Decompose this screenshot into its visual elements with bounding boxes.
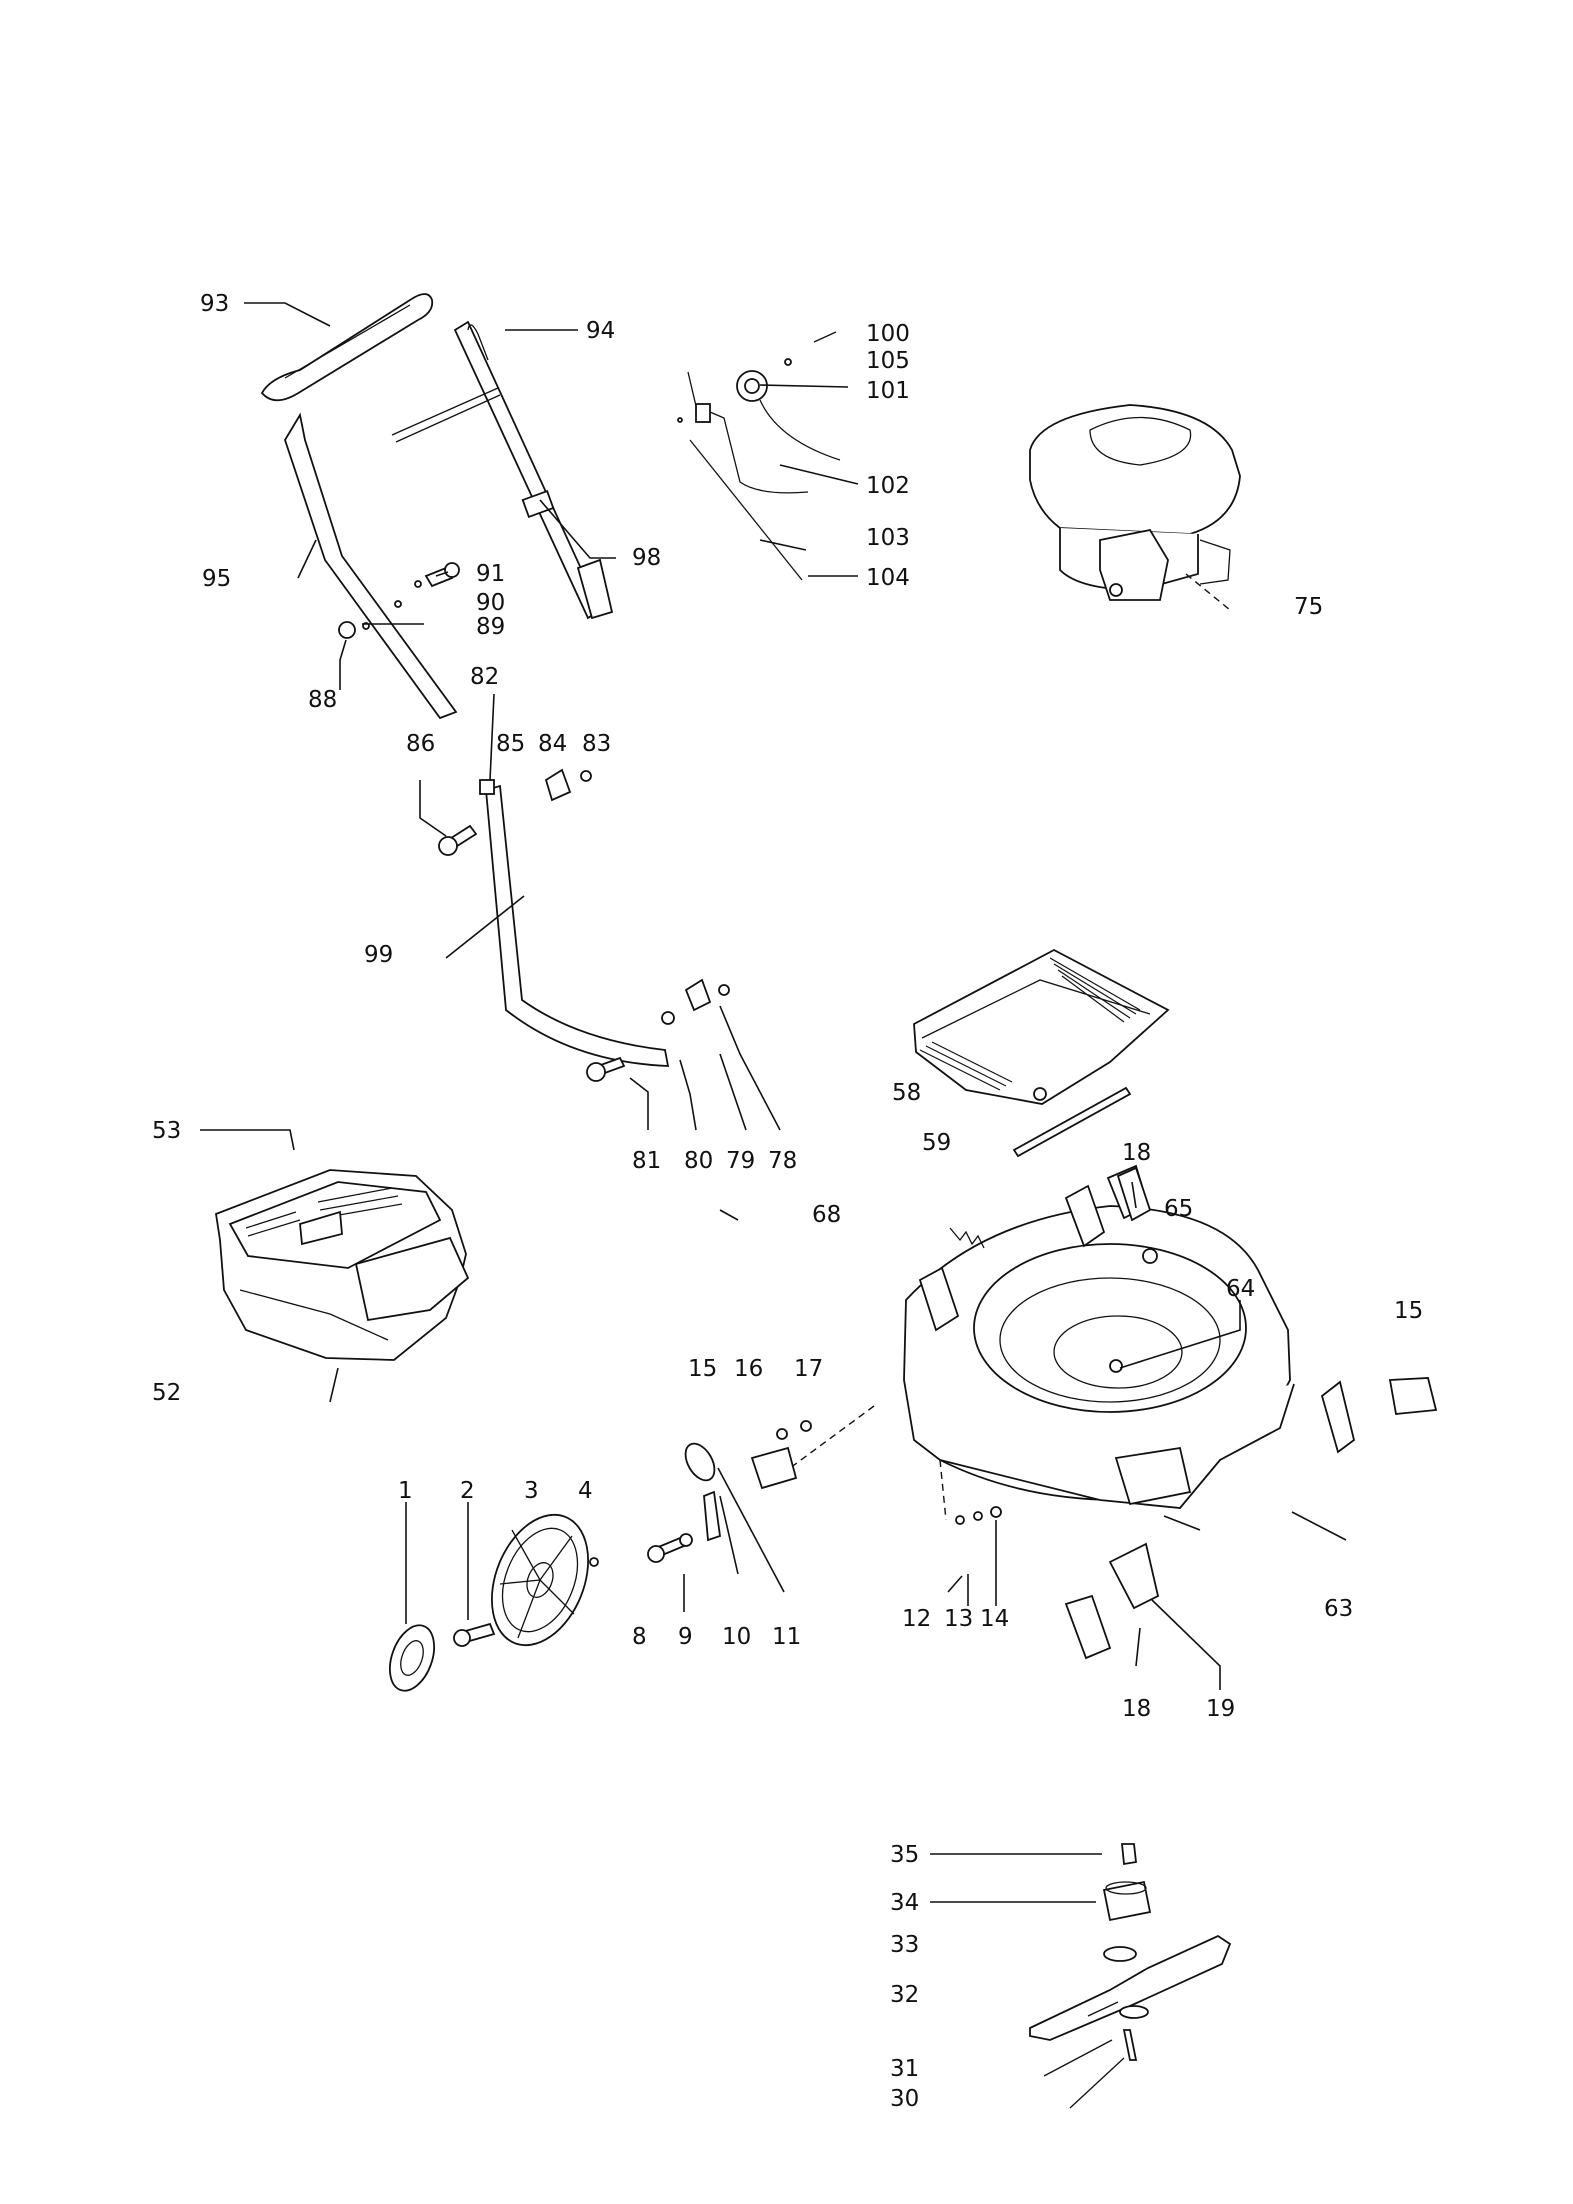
part-label-13: 13 [944, 1606, 973, 1632]
blade-assembly-drawing [1029, 1843, 1232, 2109]
part-label-79: 79 [726, 1148, 755, 1174]
part-label-2: 2 [460, 1478, 475, 1504]
part-label-86: 86 [406, 731, 435, 757]
part-label-3: 3 [524, 1478, 539, 1504]
part-label-64: 64 [1226, 1276, 1255, 1302]
part-label-103: 103 [866, 525, 910, 551]
part-label-4: 4 [578, 1478, 593, 1504]
part-label-33: 33 [890, 1932, 919, 1958]
part-label-89: 89 [476, 614, 505, 640]
part-label-52: 52 [152, 1380, 181, 1406]
part-label-81: 81 [632, 1148, 661, 1174]
part-label-68: 68 [812, 1202, 841, 1228]
part-label-53: 53 [152, 1118, 181, 1144]
part-label-83: 83 [582, 731, 611, 757]
part-label-78: 78 [768, 1148, 797, 1174]
part-label-84: 84 [538, 731, 567, 757]
part-label-34: 34 [890, 1890, 919, 1916]
part-label-90: 90 [476, 590, 505, 616]
part-label-10: 10 [722, 1624, 751, 1650]
part-label-80: 80 [684, 1148, 713, 1174]
mower-deck-drawing [750, 1164, 1438, 1660]
part-label-85: 85 [496, 731, 525, 757]
part-label-101: 101 [866, 378, 910, 404]
part-label-8: 8 [632, 1624, 647, 1650]
rear-flap-drawing [913, 948, 1170, 1158]
part-label-18-bottom: 18 [1122, 1696, 1151, 1722]
part-label-30: 30 [890, 2086, 919, 2112]
part-label-17: 17 [794, 1356, 823, 1382]
part-label-100: 100 [866, 321, 910, 347]
part-label-14: 14 [980, 1606, 1009, 1632]
part-label-102: 102 [866, 473, 910, 499]
part-label-82: 82 [470, 664, 499, 690]
part-label-59: 59 [922, 1130, 951, 1156]
part-label-75: 75 [1294, 594, 1323, 620]
part-label-105: 105 [866, 348, 910, 374]
part-label-15-left: 15 [688, 1356, 717, 1382]
part-label-31: 31 [890, 2056, 919, 2082]
part-label-35: 35 [890, 1842, 919, 1868]
part-label-93: 93 [200, 291, 229, 317]
part-label-58: 58 [892, 1080, 921, 1106]
leader-lines [200, 302, 1347, 1903]
part-label-18-top: 18 [1122, 1140, 1151, 1166]
upper-handle-drawing [260, 293, 614, 720]
part-label-99: 99 [364, 942, 393, 968]
part-label-94: 94 [586, 318, 615, 344]
part-labels: 93 94 100 105 101 102 103 104 75 95 98 9… [152, 291, 1423, 2112]
part-label-15-right: 15 [1394, 1298, 1423, 1324]
part-label-88: 88 [308, 687, 337, 713]
part-label-1: 1 [398, 1478, 413, 1504]
part-label-9: 9 [678, 1624, 693, 1650]
part-label-16: 16 [734, 1356, 763, 1382]
part-label-32: 32 [890, 1982, 919, 2008]
engine-drawing [1029, 404, 1241, 611]
part-label-12: 12 [902, 1606, 931, 1632]
part-label-91: 91 [476, 561, 505, 587]
part-label-19: 19 [1206, 1696, 1235, 1722]
throttle-cable-drawing [677, 331, 841, 581]
part-label-65: 65 [1164, 1196, 1193, 1222]
part-label-95: 95 [202, 566, 231, 592]
grass-bag-drawing [215, 1169, 470, 1361]
part-label-98: 98 [632, 545, 661, 571]
part-label-63: 63 [1324, 1596, 1353, 1622]
part-label-11: 11 [772, 1624, 801, 1650]
handle-fasteners [338, 562, 460, 639]
lower-handle-drawing [438, 768, 730, 1082]
wheel-assembly-drawing [388, 1442, 721, 1692]
part-label-104: 104 [866, 565, 910, 591]
